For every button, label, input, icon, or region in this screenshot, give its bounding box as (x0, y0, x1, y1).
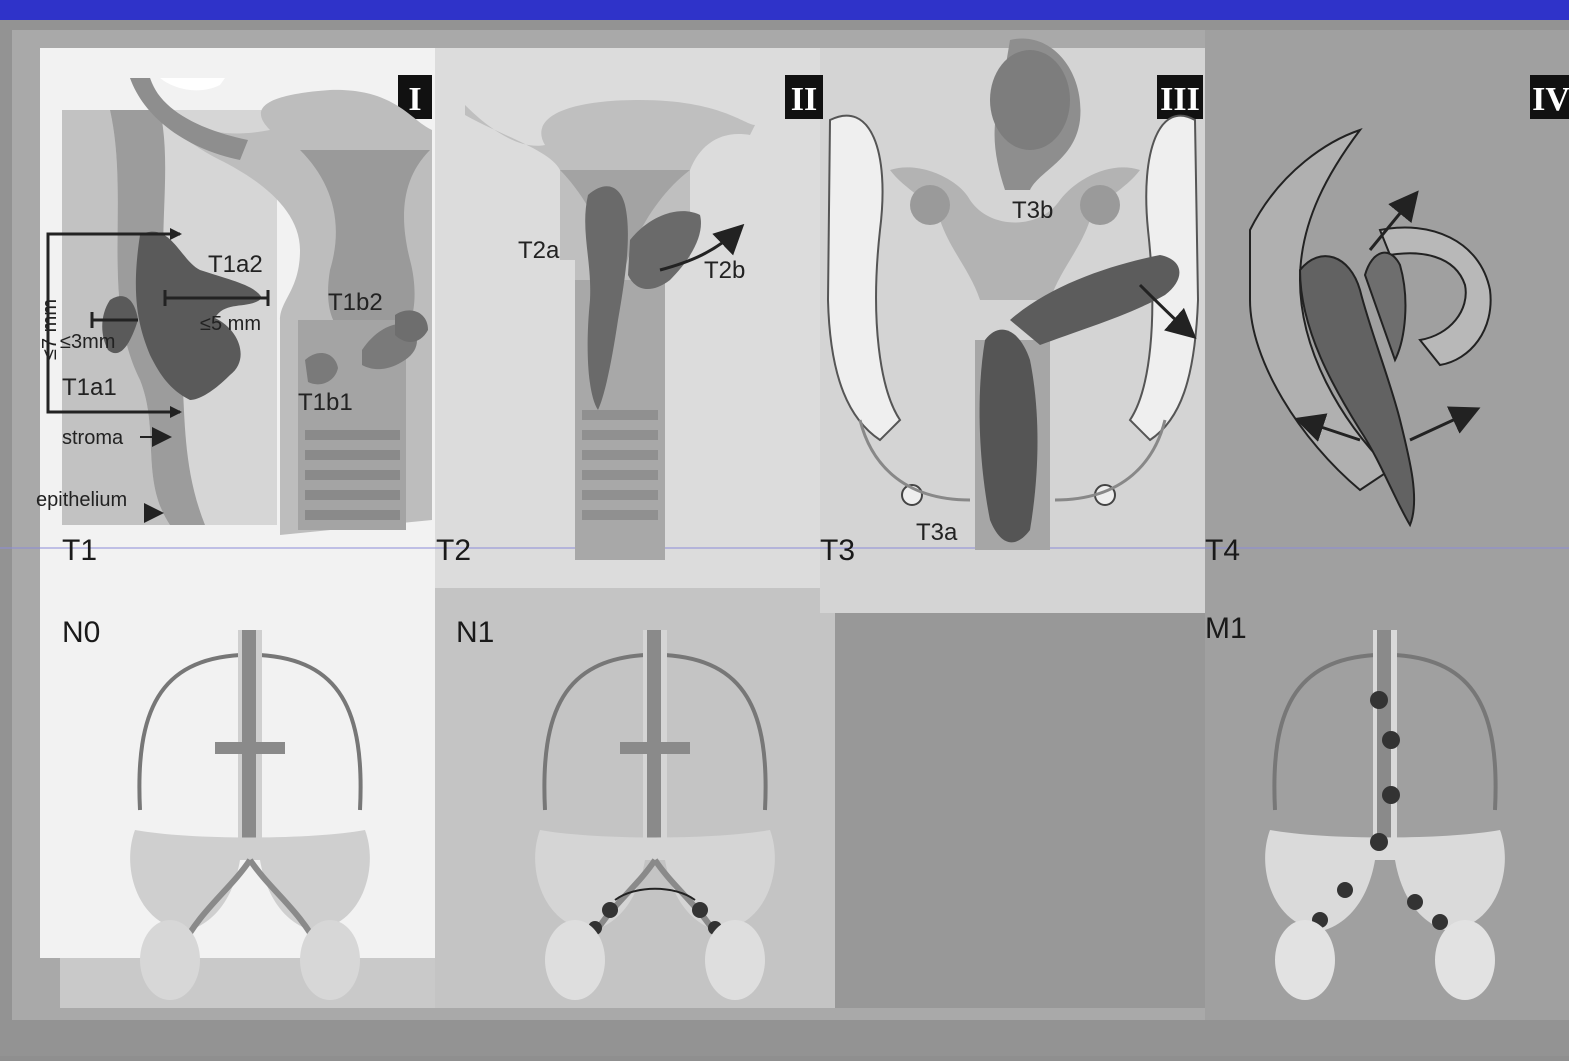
label-M1: M1 (1205, 612, 1247, 645)
label-T2: T2 (436, 534, 471, 567)
stage-IV-panel (1205, 30, 1569, 1020)
label-t3a: T3a (916, 519, 958, 546)
roman-II-badge: II (785, 75, 823, 119)
stage-I-bottom (60, 958, 435, 1008)
stage-II-lower-panel (435, 588, 835, 1008)
label-le3mm: ≤3mm (60, 331, 115, 353)
svg-text:IV: IV (1532, 81, 1569, 118)
svg-text:II: II (791, 81, 817, 118)
label-le5mm: ≤5 mm (200, 313, 261, 335)
label-T3: T3 (820, 534, 855, 567)
label-T4: T4 (1205, 534, 1240, 567)
roman-III-badge: III (1157, 75, 1203, 119)
svg-text:I: I (408, 81, 421, 118)
label-t1a1: T1a1 (62, 374, 117, 401)
label-t2a: T2a (518, 237, 560, 264)
label-t1b1: T1b1 (298, 389, 353, 416)
top-border (0, 0, 1569, 20)
label-N0: N0 (62, 616, 100, 649)
roman-IV-badge: IV (1530, 75, 1569, 119)
label-le7mm: ≤7 mm (39, 299, 61, 360)
label-N1: N1 (456, 616, 494, 649)
label-epithelium: epithelium (36, 489, 127, 511)
label-t2b: T2b (704, 257, 745, 284)
empty-panel (835, 613, 1205, 1008)
svg-text:III: III (1160, 81, 1200, 118)
label-stroma: stroma (62, 427, 124, 449)
label-t3b: T3b (1012, 197, 1053, 224)
label-t1a2: T1a2 (208, 251, 263, 278)
label-t1b2: T1b2 (328, 289, 383, 316)
label-T1: T1 (62, 534, 97, 567)
